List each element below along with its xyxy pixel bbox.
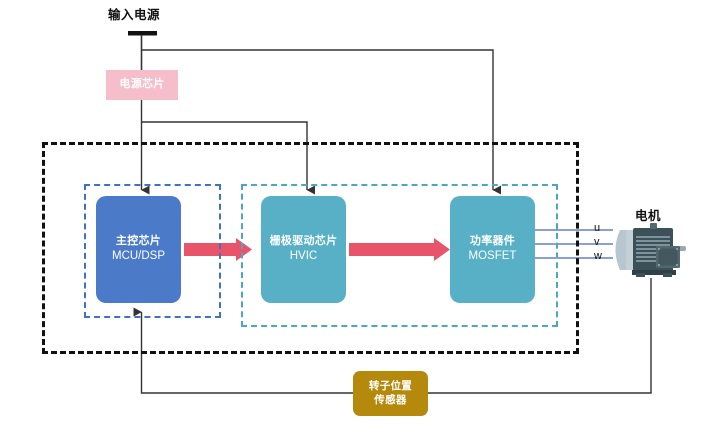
block-power-chip[interactable]: 电源芯片 [106,70,178,100]
phase-label-u: u [594,222,601,234]
controller-enclosure-outer [42,142,579,354]
mosfet-label-en: MOSFET [468,250,517,263]
mosfet-label-cn: 功率器件 [469,235,516,248]
block-gate-driver[interactable]: 栅极驱动芯片 HVIC [261,196,346,303]
block-mcu[interactable]: 主控芯片 MCU/DSP [96,196,181,303]
rotor-sensor-label-line2: 传感器 [374,393,407,406]
hvic-label-cn: 栅极驱动芯片 [269,235,338,248]
mcu-label-en: MCU/DSP [111,250,166,263]
power-chip-label: 电源芯片 [119,78,165,91]
input-power-label: 输入电源 [108,8,161,22]
controller-enclosure-mcu [84,184,221,318]
mcu-label-cn: 主控芯片 [115,235,162,248]
controller-enclosure-drive [241,184,558,327]
motor-label: 电机 [635,209,662,223]
motor-icon [615,223,686,277]
rotor-sensor-label-line1: 转子位置 [368,380,413,393]
phase-label-v: v [594,236,600,248]
block-power-device[interactable]: 功率器件 MOSFET [450,196,535,303]
hvic-label-en: HVIC [289,250,318,263]
block-rotor-position-sensor[interactable]: 转子位置 传感器 [353,371,428,416]
phase-label-w: w [594,250,602,262]
input-power-terminal [128,31,157,36]
